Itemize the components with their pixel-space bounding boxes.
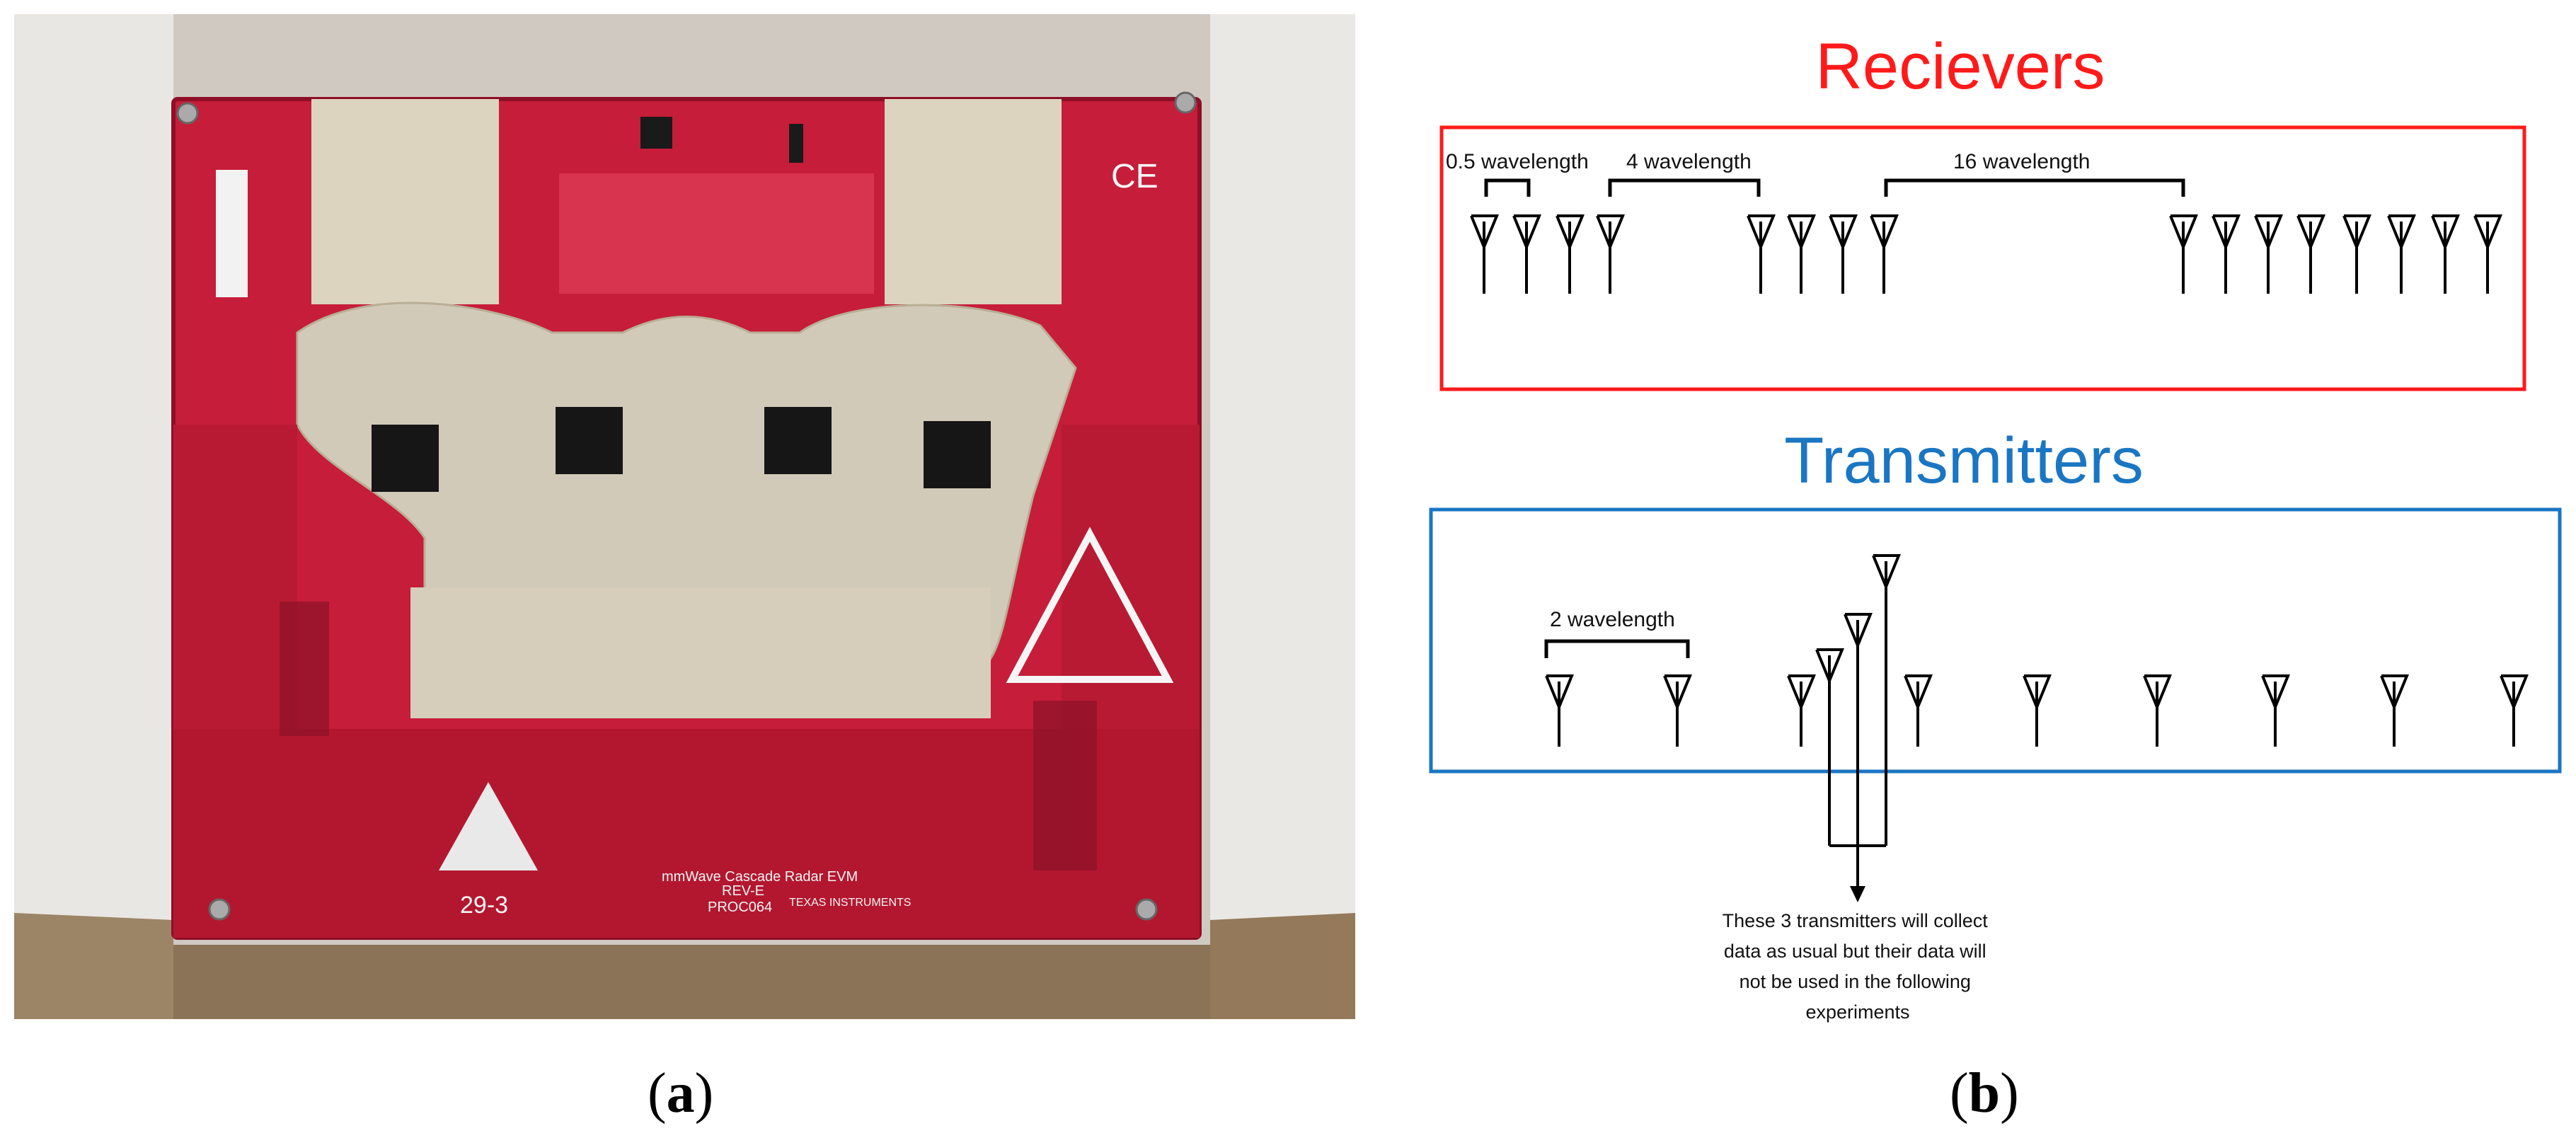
board-manufacturer-text: TEXAS INSTRUMENTS [789,897,911,909]
rx-spacing-label-2: 4 wavelength [1626,150,1752,173]
radar-chip-3 [764,407,832,474]
transmitter-antenna-icon [2261,674,2290,747]
caption-b-letter: b [1968,1062,2001,1125]
receiver-antenna-icon [2296,214,2325,294]
rx-bracket-16-wavelength [1884,178,2185,197]
arrow-head-icon [1850,886,1865,902]
receiver-antenna-icon [2169,214,2198,294]
receiver-antenna-icon [1787,214,1816,294]
receiver-antenna-icon [2254,214,2283,294]
transmitter-antenna-icon [1663,674,1692,747]
transmitters-box [1429,507,2562,774]
transmitter-antenna-icon [1904,674,1933,747]
receiver-antenna-icon [1556,214,1585,294]
board-revision-text: REV-E [722,883,764,899]
unused-tx-pointer [1828,577,1887,847]
transmitter-antenna-icon [1815,648,1844,685]
board-id-text: 29-3 [460,892,508,919]
receiver-antenna-icon [1512,214,1541,294]
receivers-box [1439,125,2526,391]
unused-tx-note-line-3: not be used in the following [1740,971,1971,992]
receiver-antennas [1470,214,2502,294]
receiver-antenna-icon [1870,214,1899,294]
board-product-text: mmWave Cascade Radar EVM [662,869,858,885]
unused-tx-note-line-2: data as usual but their data will [1724,941,1986,962]
receivers-title: Recievers [1815,30,2105,103]
receiver-antenna-icon [2212,214,2241,294]
transmitters-title: Transmitters [1784,425,2144,497]
receiver-antenna-icon [1829,214,1858,294]
caption-b: (b) [1950,1062,2019,1125]
tx-bracket-2-wavelength [1544,639,1690,658]
radar-chip-1 [372,425,439,492]
radar-chip-4 [924,421,991,488]
caption-a: (a) [648,1062,714,1125]
rx-bracket-4-wavelength [1608,178,1761,197]
svg-text:CE: CE [1111,158,1158,195]
receiver-antenna-icon [2342,214,2371,294]
caption-a-letter: a [666,1062,695,1125]
unused-tx-note: These 3 transmitters will collect data a… [1723,910,1994,1023]
unused-tx-note-line-4: experiments [1805,1001,1909,1023]
receiver-antenna-icon [2473,214,2502,294]
transmitter-antenna-icon [2143,674,2172,747]
transmitter-antenna-icon [2023,674,2052,747]
receiver-antenna-icon [2387,214,2416,294]
board-part-number-text: PROC064 [708,900,772,915]
radar-board-photo: CE 29-3 mmWave Cascade Radar EVM REV-E P… [14,14,1355,1019]
transmitter-antennas [1545,554,2529,747]
transmitter-antenna-icon [1844,613,1873,676]
rx-spacing-label-1: 0.5 wavelength [1446,150,1589,173]
rx-spacing-label-3: 16 wavelength [1953,150,2090,173]
unused-tx-note-line-1: These 3 transmitters will collect [1723,910,1989,931]
transmitter-antenna-icon [1787,674,1816,747]
transmitter-antenna-icon [1545,674,1574,747]
receiver-antenna-icon [1747,214,1776,294]
tx-spacing-label: 2 wavelength [1550,608,1675,631]
radar-chip-2 [556,407,623,474]
rx-bracket-half-wavelength [1484,178,1531,197]
receiver-antenna-icon [2431,214,2460,294]
receiver-antenna-icon [1470,214,1499,294]
transmitter-antenna-icon [2500,674,2529,747]
receiver-antenna-icon [1596,214,1625,294]
transmitter-antenna-icon [2380,674,2409,747]
transmitter-antenna-icon [1872,554,1901,591]
